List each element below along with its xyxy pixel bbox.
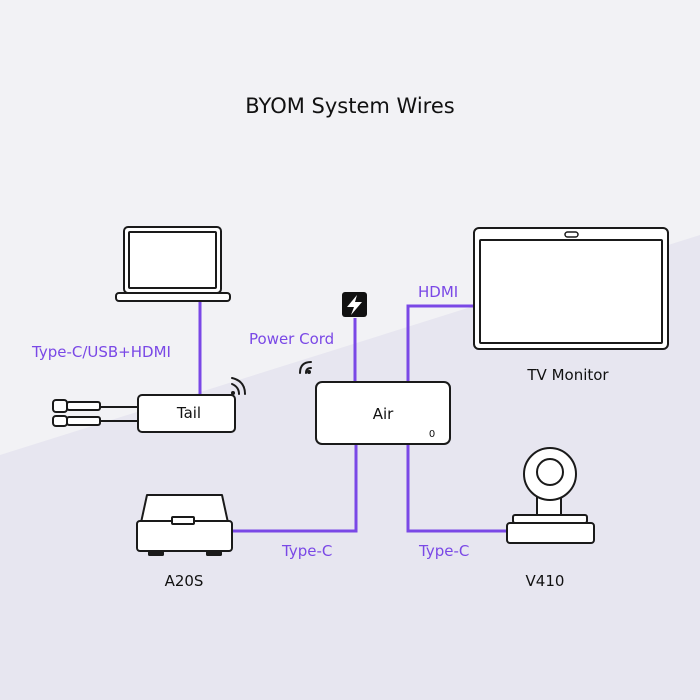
camera-icon (506, 447, 595, 544)
wires (198, 300, 507, 533)
diagram-title: BYOM System Wires (245, 94, 454, 118)
v410-connection-label: Type-C (418, 542, 469, 560)
tv-monitor-label: TV Monitor (526, 366, 609, 384)
v410-label: V410 (526, 572, 565, 590)
laptop-icon (115, 226, 231, 302)
wire-air-v410 (406, 444, 507, 533)
tv-monitor-icon (473, 227, 669, 350)
laptop-tail-connection-label: Type-C/USB+HDMI (31, 343, 171, 361)
tail-dongle-icon (52, 394, 236, 433)
background-shade (0, 235, 700, 700)
air-label: Air (373, 405, 394, 423)
tail-wireless-icon (231, 377, 246, 395)
tail-label: Tail (176, 404, 201, 422)
a20s-label: A20S (165, 572, 204, 590)
a20s-connection-label: Type-C (281, 542, 332, 560)
hdmi-label: HDMI (418, 283, 458, 301)
air-status-indicator: 0 (429, 429, 435, 440)
air-hub-icon (315, 381, 451, 445)
a20s-device-icon (136, 494, 233, 556)
lightning-bolt-icon (342, 292, 367, 317)
power-cord-label: Power Cord (249, 330, 334, 348)
wire-air-tv (406, 304, 473, 382)
air-wireless-icon (299, 361, 312, 374)
wire-air-a20s (232, 444, 358, 533)
